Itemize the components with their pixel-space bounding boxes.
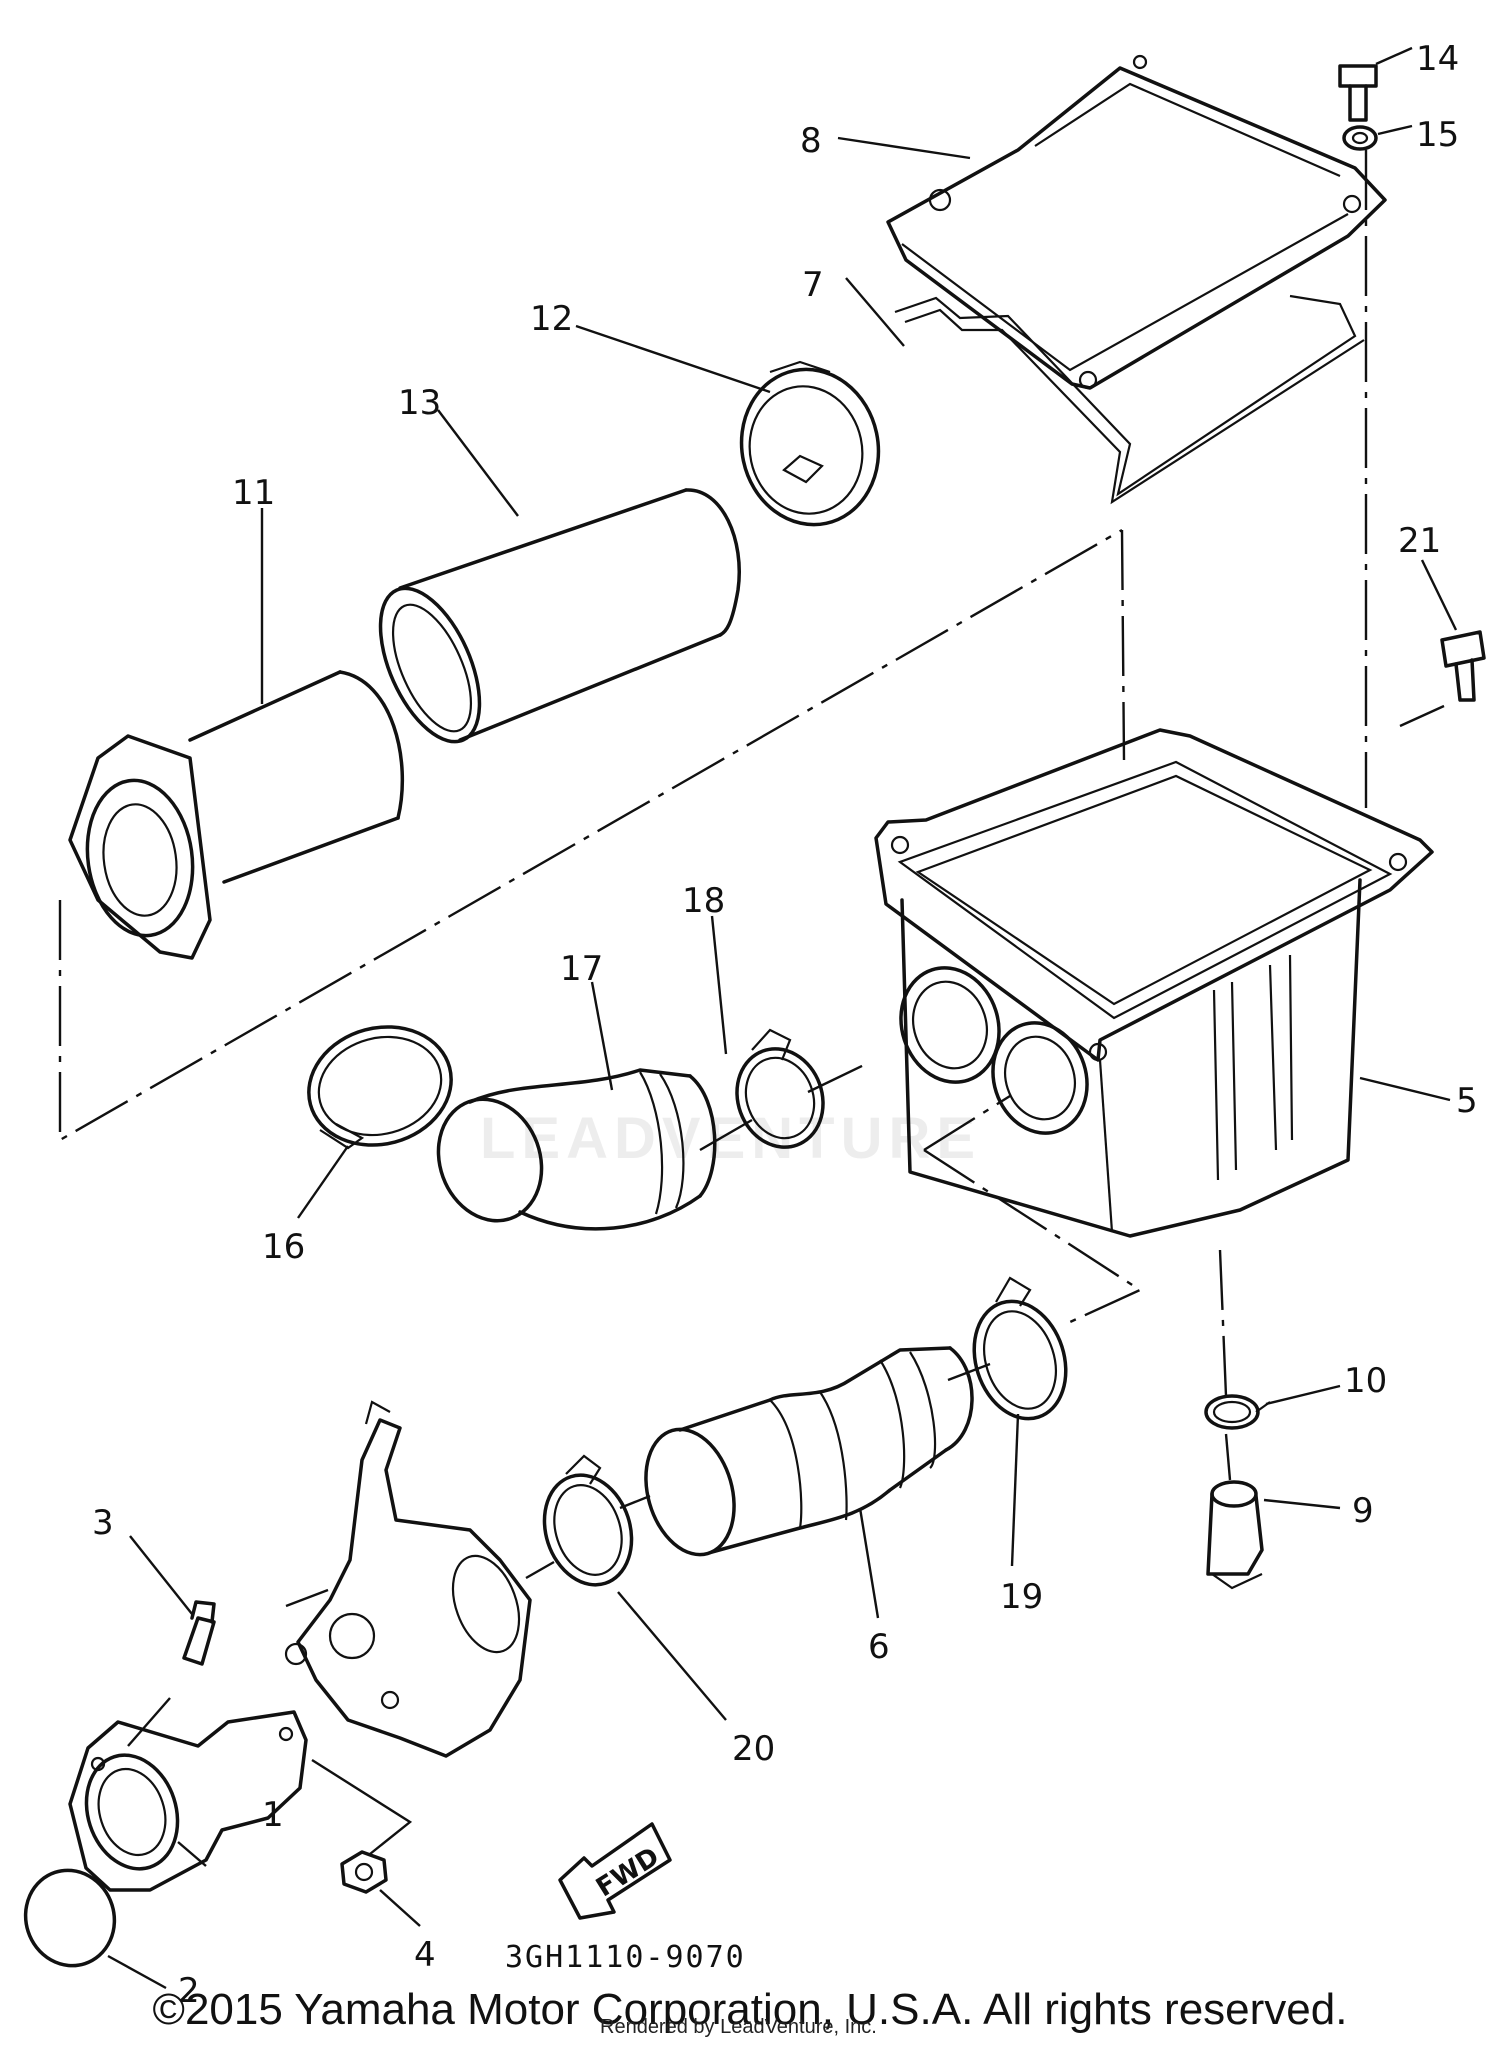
alignment-lines <box>58 150 1445 1608</box>
callout-11: 11 <box>232 473 275 513</box>
callout-5: 5 <box>1456 1081 1478 1121</box>
callout-7: 7 <box>802 265 824 305</box>
joint-hose-6 <box>644 1346 974 1557</box>
leader-lines <box>107 46 1458 1990</box>
hose-clamp-20 <box>542 1454 634 1587</box>
callout-18: 18 <box>682 881 725 921</box>
carburetor-reference <box>284 1400 532 1758</box>
outer-filter-element <box>378 488 741 744</box>
hose-clamp-16 <box>307 1025 453 1150</box>
callout-3: 3 <box>92 1503 114 1543</box>
inner-filter-guide <box>68 670 405 960</box>
callout-2: 2 <box>178 1971 200 2011</box>
hose-clamp-18 <box>735 1028 825 1149</box>
copyright-notice: ©2015 Yamaha Motor Corporation, U.S.A. A… <box>152 1985 1348 2034</box>
airbox-cap <box>886 54 1387 390</box>
callout-21: 21 <box>1398 521 1441 561</box>
filter-end-cap <box>739 360 881 527</box>
cap-screw <box>1338 64 1378 122</box>
hose-clamp-19 <box>972 1276 1068 1421</box>
callout-20: 20 <box>732 1729 775 1769</box>
o-ring <box>23 1868 117 1968</box>
rendered-by-credit: Rendered by LeadVenture, Inc. <box>600 2016 877 2038</box>
nut <box>340 1850 388 1894</box>
carburetor-joint-screw <box>182 1600 216 1666</box>
callout-10: 10 <box>1344 1361 1387 1401</box>
callout-13: 13 <box>398 383 441 423</box>
callout-1: 1 <box>262 1795 284 1835</box>
fwd-label: FWD <box>591 1842 665 1903</box>
callout-8: 8 <box>800 121 822 161</box>
callout-6: 6 <box>868 1627 890 1667</box>
joint-hose-17 <box>436 1068 717 1231</box>
airbox-bolt <box>1440 630 1486 702</box>
hose-clamp-10 <box>1204 1394 1271 1430</box>
airbox-case <box>874 728 1434 1238</box>
callout-4: 4 <box>414 1935 436 1975</box>
drain-pipe <box>1206 1480 1264 1590</box>
cap-washer <box>1342 125 1378 151</box>
leadventure-watermark: LEADVENTURE <box>480 1106 982 1171</box>
callout-17: 17 <box>560 949 603 989</box>
carburetor-joint <box>68 1710 308 1892</box>
callout-12: 12 <box>530 299 573 339</box>
callout-14: 14 <box>1416 39 1459 79</box>
cap-gasket <box>894 294 1365 505</box>
fwd-arrow-icon: FWD <box>558 1822 672 1920</box>
callout-9: 9 <box>1352 1491 1374 1531</box>
callout-19: 19 <box>1000 1577 1043 1617</box>
callout-labels: 1 2 3 4 5 6 7 8 9 10 11 12 13 14 15 16 1… <box>92 39 1478 2011</box>
callout-16: 16 <box>262 1227 305 1267</box>
callout-15: 15 <box>1416 115 1459 155</box>
drawing-code: 3GH1110-9070 <box>505 1940 746 1975</box>
